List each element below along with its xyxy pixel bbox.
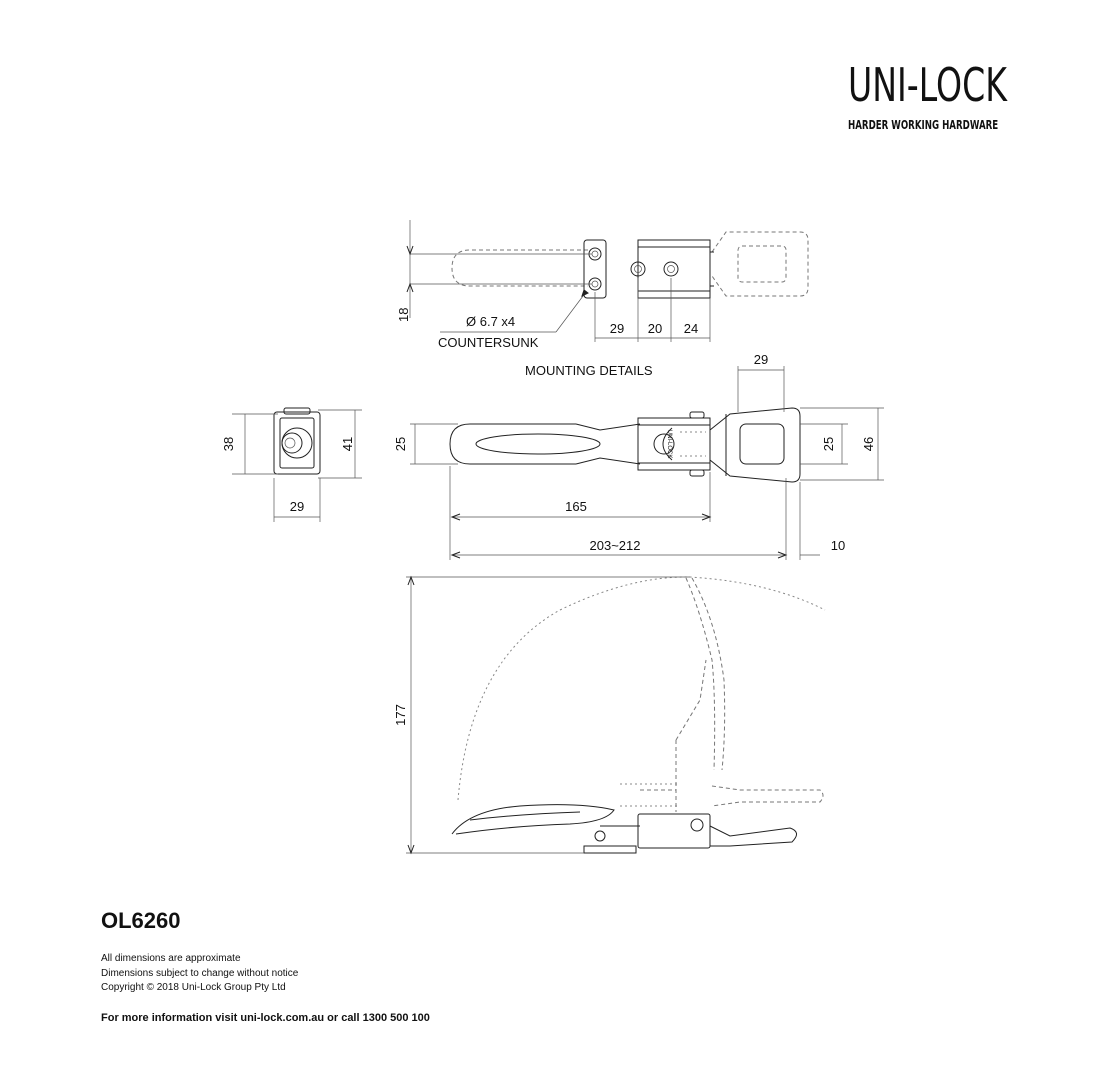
dim-end-29: 29 xyxy=(290,499,304,514)
note-change: Dimensions subject to change without not… xyxy=(101,967,299,979)
dim-end-38: 38 xyxy=(221,437,236,451)
product-code: OL6260 xyxy=(101,908,181,933)
note-copyright: Copyright © 2018 Uni-Lock Group Pty Ltd xyxy=(101,982,286,993)
dim-mount-18: 18 xyxy=(396,308,411,322)
dim-end-41: 41 xyxy=(340,437,355,451)
dim-mount-24: 24 xyxy=(684,321,698,336)
hole-type-label: COUNTERSUNK xyxy=(438,335,539,350)
dim-keeper-29: 29 xyxy=(754,352,768,367)
top-view xyxy=(410,366,884,560)
end-view xyxy=(232,407,362,522)
dim-keeper-25: 25 xyxy=(821,437,836,451)
hole-spec-label: Ø 6.7 x4 xyxy=(466,314,515,329)
dim-handle-25: 25 xyxy=(393,437,408,451)
mounting-title: MOUNTING DETAILS xyxy=(525,363,653,378)
contact-info: For more information visit uni-lock.com.… xyxy=(101,1011,430,1024)
dim-length-165: 165 xyxy=(565,499,587,514)
dim-open-177: 177 xyxy=(393,704,408,726)
mounting-details-view xyxy=(406,220,809,342)
body-brand-mark: UNI-LOCK xyxy=(666,430,672,459)
dim-length-total: 203~212 xyxy=(590,538,641,553)
dim-mount-29: 29 xyxy=(610,321,624,336)
footer: OL6260 All dimensions are approximate Di… xyxy=(101,908,430,1024)
brand-name: UNI-LOCK xyxy=(848,58,1007,112)
brand-logo: UNI-LOCK HARDER WORKING HARDWARE xyxy=(820,62,1020,132)
dim-keeper-10: 10 xyxy=(831,538,845,553)
dim-keeper-46: 46 xyxy=(861,437,876,451)
side-view xyxy=(406,575,826,855)
note-approximate: All dimensions are approximate xyxy=(101,953,241,964)
brand-tagline: HARDER WORKING HARDWARE xyxy=(848,118,999,132)
dim-mount-20: 20 xyxy=(648,321,662,336)
